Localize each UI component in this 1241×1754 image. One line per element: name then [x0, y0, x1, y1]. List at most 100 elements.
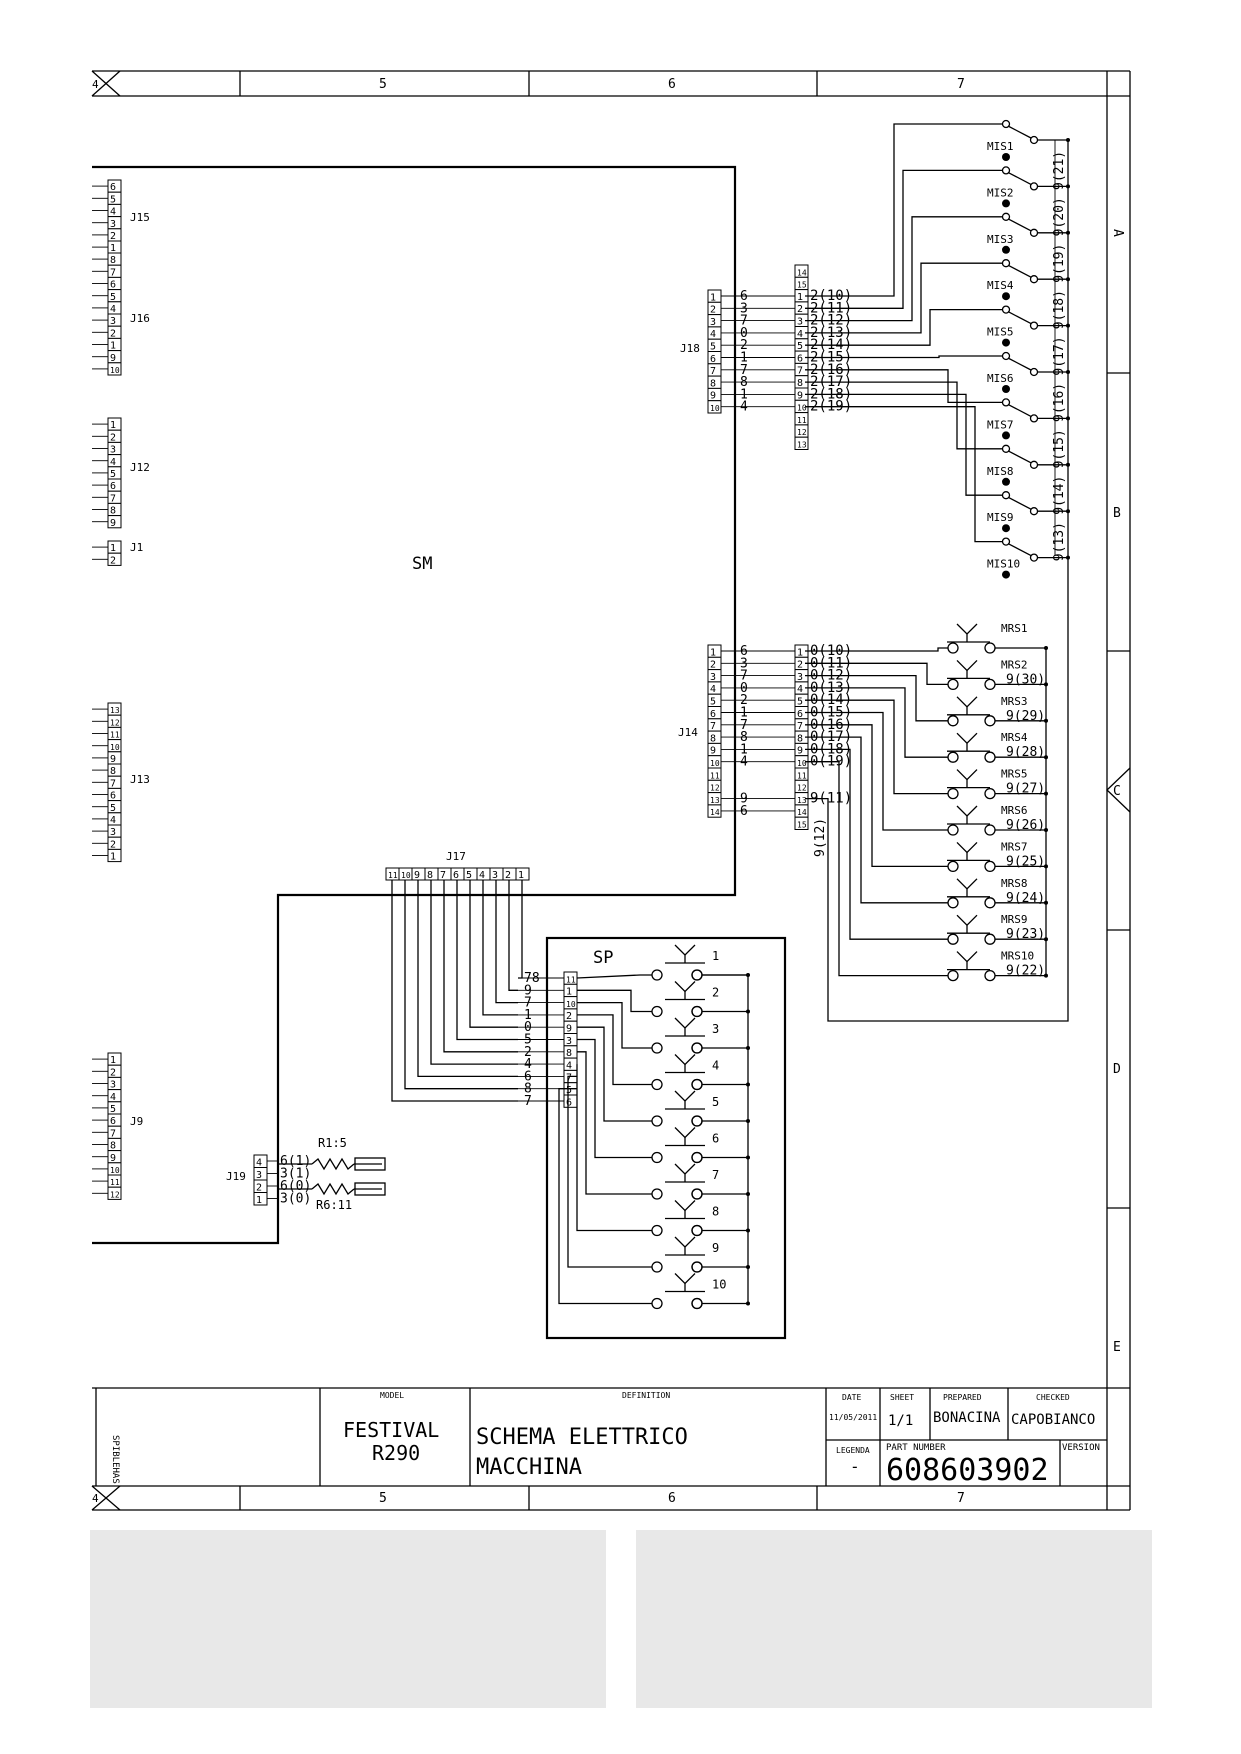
pin-number: 11 — [110, 1178, 120, 1187]
button-contact — [651, 1297, 663, 1310]
wire-label: 9(11) — [810, 791, 852, 807]
wire-number: 1 — [740, 351, 748, 366]
resistor-label: R1:5 — [318, 1136, 347, 1150]
pin-number: 6 — [110, 280, 116, 291]
model-name: FESTIVAL — [343, 1418, 439, 1442]
j17-sp-wire — [469, 880, 518, 1028]
pin-number: 2 — [710, 305, 716, 316]
mis-label: MIS1 — [987, 140, 1014, 153]
connector-label: J13 — [130, 773, 150, 786]
button-contact — [651, 1151, 663, 1164]
wire-number: 1 — [740, 742, 748, 757]
pin-number: 13 — [797, 441, 807, 450]
pin-number: 5 — [797, 341, 803, 352]
contact-common — [1029, 367, 1039, 377]
pin-box — [107, 1186, 122, 1200]
pin-number: 7 — [566, 1073, 572, 1084]
sp-button: 5 — [577, 1026, 750, 1127]
sp-pin-wire — [577, 1026, 652, 1122]
mis-label: MIS2 — [987, 186, 1014, 199]
pin-number: 10 — [401, 871, 411, 880]
pin-number: 11 — [388, 871, 398, 880]
rail-label: 9(20) — [1052, 197, 1067, 236]
contact-nc — [1002, 292, 1010, 301]
left-connectors: 654321J1587654321910J16123456789J1212J11… — [92, 179, 150, 1200]
wire-number: 8 — [740, 730, 748, 745]
mis-wire — [805, 123, 1003, 297]
pin-number: 4 — [566, 1060, 572, 1071]
mis-switch: MIS2 — [805, 166, 1070, 309]
mis-label: MIS4 — [987, 279, 1014, 292]
sp-pin-wire — [577, 1014, 652, 1086]
col-label: 6 — [668, 1491, 676, 1506]
mis-switch: MIS5 — [805, 305, 1070, 347]
button-actuator — [674, 981, 696, 993]
checked-value: CAPOBIANCO — [1011, 1412, 1095, 1428]
pin-number: 9 — [414, 870, 420, 881]
wire-number: 3 — [740, 656, 748, 671]
button-number: 9 — [712, 1241, 719, 1255]
wire-number: 3 — [740, 301, 748, 316]
rail-label: 9(28) — [1006, 745, 1045, 760]
pin-number: 8 — [110, 255, 116, 266]
button-contact — [947, 642, 959, 654]
col-label: 4 — [92, 78, 99, 91]
pin-number: 1 — [797, 647, 803, 658]
rail-label: 9(16) — [1052, 383, 1067, 422]
pin-number: 8 — [566, 1048, 572, 1059]
mrs-label: MRS10 — [1001, 950, 1034, 963]
pin-number: 4 — [110, 457, 116, 468]
j17-sp-wire — [518, 880, 523, 979]
pin-number: 12 — [797, 428, 807, 437]
legenda-value: - — [850, 1457, 860, 1476]
pin-number: 2 — [710, 660, 716, 671]
button-actuator — [674, 1273, 696, 1285]
pin-number: 9 — [566, 1024, 572, 1035]
resistor-label: R6:11 — [316, 1198, 352, 1212]
rail-label: 9(14) — [1052, 476, 1067, 515]
switch-blade — [1007, 543, 1032, 557]
board-label: SM — [412, 554, 432, 574]
pin-number: 7 — [110, 493, 116, 504]
mis-wire — [805, 381, 1003, 450]
button-actuator — [674, 1236, 696, 1248]
contact-common — [1029, 275, 1039, 284]
button-contact — [651, 1261, 663, 1273]
model-variant: R290 — [372, 1441, 420, 1465]
col-label: 7 — [957, 77, 965, 92]
pin-number: 7 — [440, 870, 446, 881]
button-number: 3 — [712, 1022, 719, 1036]
mis-switch: MIS7 — [805, 369, 1070, 440]
mrs-wire — [805, 748, 948, 940]
pin-number: 2 — [797, 660, 803, 671]
contact-nc — [1002, 338, 1010, 347]
partnumber-header: PART NUMBER — [886, 1443, 946, 1453]
button-actuator — [956, 696, 978, 708]
title-block: MODEL FESTIVAL R290 DEFINITION SCHEMA EL… — [92, 1387, 1130, 1488]
button-contact — [691, 1224, 703, 1237]
pin-number: 7 — [110, 1128, 116, 1139]
pin-number: 10 — [797, 404, 807, 413]
pin-number: 10 — [710, 404, 720, 413]
button-contact — [691, 1078, 703, 1091]
wire-label-vertical: 9(12) — [813, 818, 828, 857]
resistor-terminal — [354, 1182, 386, 1196]
connector-label: J14 — [678, 726, 698, 739]
pin-number: 1 — [518, 870, 524, 881]
button-contact — [947, 897, 959, 909]
wire-number: 7 — [524, 1094, 532, 1109]
pin-number: 3 — [797, 672, 803, 683]
button-contact — [984, 642, 996, 654]
pin-number: 6 — [797, 709, 803, 720]
pin-number: 6 — [566, 1097, 572, 1108]
model-header: MODEL — [380, 1391, 404, 1400]
pin-number: 4 — [110, 815, 116, 826]
switch-blade — [1007, 171, 1032, 185]
drawing-frame — [91, 70, 1131, 1511]
pin-number: 1 — [797, 292, 803, 303]
pin-number: 3 — [492, 870, 498, 881]
pin-number: 14 — [710, 808, 720, 817]
pin-number: 14 — [797, 808, 807, 817]
